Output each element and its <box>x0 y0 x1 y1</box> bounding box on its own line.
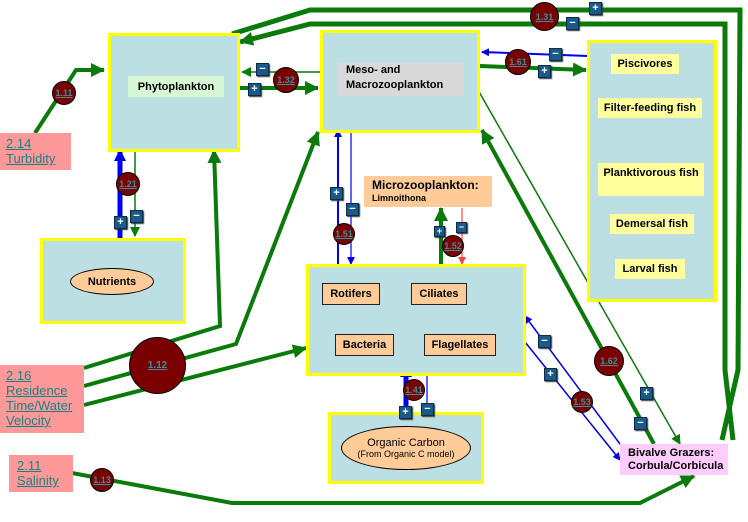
link-node-1-53[interactable]: 1.53 <box>571 391 593 413</box>
arrow-zoo-to-fish <box>479 62 587 77</box>
link-node-1-62[interactable]: 1.62 <box>594 346 624 376</box>
link-node-1-21[interactable]: 1.21 <box>116 172 140 196</box>
arrow-fish-to-zoo <box>481 48 589 57</box>
minus-icon: − <box>538 335 551 348</box>
plus-icon: + <box>114 216 127 229</box>
driver-turbidity[interactable]: 2.14 Turbidity <box>0 133 71 170</box>
arrow-salinity-bivalve <box>71 471 695 505</box>
bacteria-label: Bacteria <box>335 334 394 356</box>
zooplankton-label: Meso- and Macrozooplankton <box>338 63 464 96</box>
plus-icon: + <box>538 65 551 78</box>
plus-icon: + <box>544 368 557 381</box>
driver-residence-line2[interactable]: Time/Water <box>6 398 73 413</box>
arrow-bivalve-to-phytoplankton <box>231 7 743 441</box>
limnoithona-sub: Limnoithona <box>372 192 426 203</box>
bivalve-label: Bivalve Grazers: Corbula/Corbicula <box>620 444 728 475</box>
minus-icon: − <box>346 203 359 216</box>
driver-residence-num[interactable]: 2.16 <box>6 368 32 383</box>
minus-icon: − <box>566 17 579 30</box>
minus-icon: − <box>549 48 562 61</box>
fish-demersal: Demersal fish <box>610 214 694 234</box>
rotifers-label: Rotifers <box>322 283 380 305</box>
link-node-1-41[interactable]: 1.41 <box>403 379 425 401</box>
bivalve-line1: Bivalve Grazers: <box>628 446 715 459</box>
limnoithona-label: Microzooplankton: Limnoithona <box>364 176 492 207</box>
nutrients-label: Nutrients <box>87 275 137 288</box>
fish-filter-feeding: Filter-feeding fish <box>598 98 702 118</box>
arrow-bivalve-to-zoo <box>480 129 656 445</box>
link-node-1-51[interactable]: 1.51 <box>333 223 355 245</box>
microbial-box <box>306 264 526 376</box>
minus-icon: − <box>130 210 143 223</box>
link-node-1-61[interactable]: 1.61 <box>505 49 531 75</box>
driver-turbidity-num[interactable]: 2.14 <box>6 136 32 151</box>
fish-larval: Larval fish <box>615 259 685 279</box>
limnoithona-title: Microzooplankton: <box>372 177 479 192</box>
driver-residence-line1[interactable]: Residence <box>6 383 68 398</box>
bivalve-line2: Corbula/Corbicula <box>628 459 724 472</box>
ciliates-label: Ciliates <box>411 283 467 305</box>
zooplankton-label-line2: Macrozooplankton <box>346 79 444 91</box>
arrow-turbidity-phytoplankton <box>33 63 105 135</box>
link-node-1-52[interactable]: 1.52 <box>442 235 464 257</box>
arrow-zoo-to-bivalve <box>477 89 681 445</box>
plus-icon: + <box>330 187 343 200</box>
plus-icon: + <box>434 226 445 237</box>
link-node-1-12[interactable]: 1.12 <box>129 337 186 394</box>
link-node-1-11[interactable]: 1.11 <box>52 81 76 105</box>
fish-piscivores: Piscivores <box>611 54 679 74</box>
link-node-1-31[interactable]: 1.31 <box>530 2 559 31</box>
flagellates-label: Flagellates <box>424 334 496 356</box>
plus-icon: + <box>399 406 412 419</box>
plus-icon: + <box>589 2 602 15</box>
link-node-1-13[interactable]: 1.13 <box>90 468 114 492</box>
driver-turbidity-name[interactable]: Turbidity <box>6 151 56 166</box>
phytoplankton-label: Phytoplankton <box>128 76 224 97</box>
minus-icon: − <box>421 403 434 416</box>
organic-carbon-sub: (From Organic C model) <box>357 449 455 459</box>
plus-icon: + <box>640 387 653 400</box>
driver-salinity-name[interactable]: Salinity <box>17 473 59 488</box>
organic-carbon-label: Organic Carbon <box>367 437 445 449</box>
driver-salinity-num[interactable]: 2.11 <box>17 458 42 473</box>
driver-residence-time[interactable]: 2.16 Residence Time/Water Velocity <box>0 365 84 433</box>
driver-residence-line3[interactable]: Velocity <box>6 413 51 428</box>
plus-icon: + <box>248 83 261 96</box>
nutrients-oval: Nutrients <box>70 268 154 295</box>
zooplankton-label-line1: Meso- and <box>346 64 401 76</box>
driver-salinity[interactable]: 2.11 Salinity <box>9 455 73 492</box>
fish-planktivorous: Planktivorous fish <box>598 163 704 196</box>
minus-icon: − <box>456 222 467 233</box>
link-node-1-32[interactable]: 1.32 <box>273 67 299 93</box>
minus-icon: − <box>634 417 647 430</box>
organic-carbon-oval: Organic Carbon (From Organic C model) <box>341 426 471 470</box>
minus-icon: − <box>256 63 269 76</box>
